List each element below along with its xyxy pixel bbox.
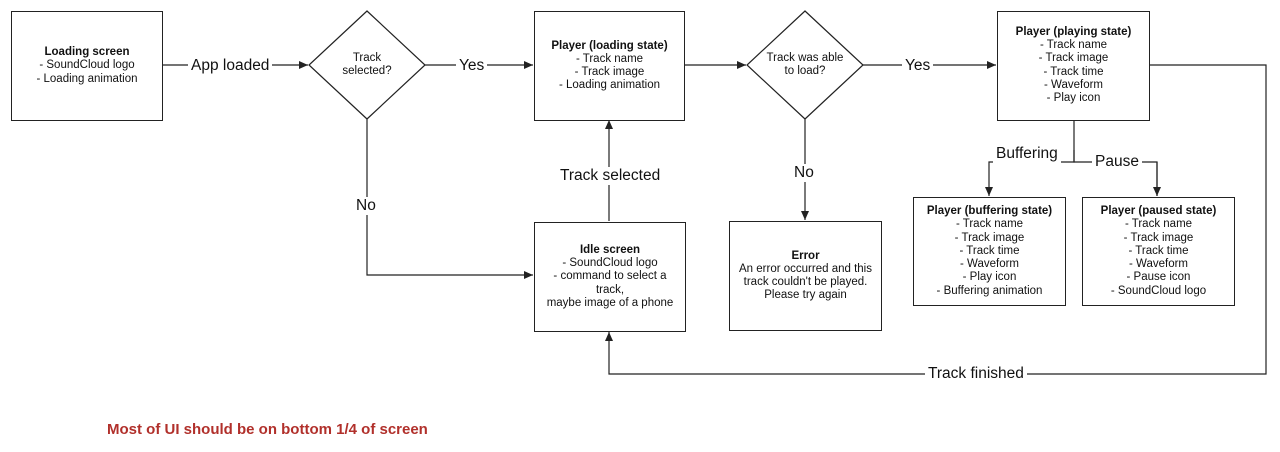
node-line: - Track time	[959, 244, 1020, 257]
edge-label-no-2: No	[791, 164, 817, 182]
node-line: - Track image	[954, 231, 1025, 244]
node-line: - Track name	[955, 218, 1024, 231]
edge-label-yes-1: Yes	[456, 57, 488, 75]
node-line: - Waveform	[960, 258, 1019, 271]
node-line: - Track image	[1123, 231, 1194, 244]
loading-screen-node: Loading screen - SoundCloud logo - Loadi…	[11, 11, 163, 121]
node-title: Player (loading state)	[551, 39, 668, 52]
edge-track-finished	[605, 64, 1267, 375]
node-line: - Track image	[574, 66, 645, 78]
edge-label-yes-2: Yes	[902, 57, 934, 75]
edge-no-1	[366, 119, 533, 279]
node-title: Error	[791, 249, 820, 262]
player-loading-node: Player (loading state) - Track name - Tr…	[534, 11, 685, 121]
node-line: - Play icon	[1046, 92, 1101, 105]
node-line: - SoundCloud logo	[39, 59, 135, 72]
node-title: Idle screen	[579, 243, 641, 256]
player-paused-node: Player (paused state) - Track name - Tra…	[1082, 197, 1235, 306]
track-load-question: Track was able to load?	[755, 50, 855, 80]
idle-screen-node: Idle screen - SoundCloud logo - command …	[534, 222, 686, 332]
node-line: Please try again	[764, 289, 847, 302]
question-line: to load?	[784, 65, 826, 77]
node-line: - Buffering animation	[936, 284, 1043, 297]
node-line: An error occurred and this	[739, 262, 872, 275]
edge-label-buffering: Buffering	[993, 145, 1061, 163]
node-line: - SoundCloud logo	[562, 257, 658, 270]
node-title: Player (buffering state)	[926, 205, 1053, 218]
question-line: selected?	[342, 65, 392, 77]
edge-label-app-loaded: App loaded	[188, 57, 273, 75]
node-line: - SoundCloud logo	[1110, 284, 1207, 297]
node-line: - command to select a track,	[553, 270, 667, 296]
node-line: - Loading animation	[558, 79, 660, 92]
node-title: Player (paused state)	[1100, 205, 1217, 218]
edge-label-track-finished: Track finished	[925, 365, 1027, 383]
node-line: - Track time	[1043, 65, 1104, 78]
player-playing-node: Player (playing state) - Track name - Tr…	[997, 11, 1150, 121]
node-line: - Track name	[1039, 39, 1108, 52]
node-line: - Track time	[1128, 244, 1189, 257]
node-line: - Loading animation	[36, 72, 138, 85]
node-line: - Track name	[1124, 218, 1193, 231]
node-line: - Waveform	[1129, 258, 1188, 271]
edge-label-track-selected: Track selected	[557, 167, 664, 185]
error-node: Error An error occurred and this track c…	[729, 221, 882, 331]
track-selected-question: Track selected?	[322, 50, 412, 80]
node-line: - Track name	[575, 52, 644, 65]
node-line: - Pause icon	[1126, 271, 1191, 284]
node-line: - Play icon	[962, 271, 1017, 284]
node-line: maybe image of a phone	[546, 296, 674, 309]
edge-label-no-1: No	[353, 197, 379, 215]
node-title: Loading screen	[44, 46, 130, 59]
player-buffering-node: Player (buffering state) - Track name - …	[913, 197, 1066, 306]
edge-label-pause: Pause	[1092, 153, 1142, 171]
question-line: Track	[352, 51, 382, 64]
node-line: - Track image	[1038, 52, 1109, 65]
node-title: Player (playing state)	[1015, 26, 1132, 38]
node-line: track couldn't be played.	[743, 276, 868, 288]
question-line: Track was able	[766, 51, 844, 64]
node-line: - Waveform	[1044, 78, 1103, 91]
design-note: Most of UI should be on bottom 1/4 of sc…	[107, 421, 428, 438]
